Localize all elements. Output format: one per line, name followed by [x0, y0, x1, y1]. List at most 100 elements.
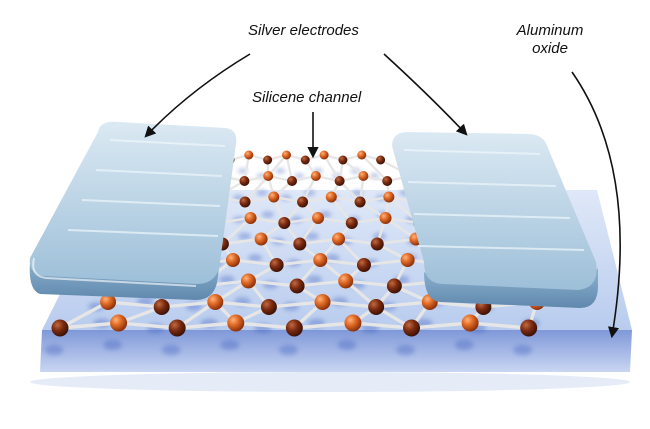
silicene-bond [221, 237, 263, 246]
silicene-bond [175, 321, 238, 330]
atom-shadow [247, 254, 263, 262]
silicon-atom [376, 155, 386, 165]
silicene-bond [213, 300, 271, 309]
silicon-atom [244, 212, 257, 224]
atom-shadow [306, 275, 322, 284]
atom-shadow [454, 339, 474, 351]
silicon-atom [356, 258, 371, 272]
silicon-atom [269, 258, 284, 272]
atom-shadow [44, 344, 64, 356]
silicon-atom [278, 217, 291, 229]
silicene-bond [374, 300, 432, 309]
aluminum-oxide-label: Aluminum oxide [506, 22, 594, 58]
arrow-to-right-electrode [383, 53, 468, 136]
silicene-bond [320, 300, 378, 309]
silicon-atom [110, 314, 128, 332]
silicon-atom [51, 319, 69, 337]
silicon-atom [263, 155, 273, 165]
silicon-atom [225, 253, 240, 267]
silicon-atom [325, 191, 337, 203]
silicon-atom [520, 319, 538, 337]
silicon-atom [207, 294, 224, 310]
silicon-atom [293, 237, 307, 251]
silicene-bond [318, 258, 366, 267]
silicene-bond [344, 279, 396, 288]
atom-shadow [261, 211, 274, 218]
silicon-atom [263, 171, 274, 181]
silicene-bond [360, 153, 389, 183]
silicon-atom [260, 299, 277, 315]
atom-shadow [337, 339, 357, 351]
silicene-bond [468, 321, 531, 330]
silicon-atom [368, 299, 385, 315]
silicene-bond [275, 258, 322, 267]
silicene-bond [428, 300, 486, 309]
silicon-atom [239, 196, 251, 208]
silicene-bond [298, 237, 340, 246]
silicene-bond [58, 300, 110, 330]
silicon-atom [332, 232, 346, 246]
atom-shadow [396, 344, 415, 356]
silicon-atom [227, 314, 245, 332]
silicon-atom [240, 273, 256, 289]
atom-shadow [103, 339, 122, 351]
atom-shadow [279, 344, 298, 356]
silicene-bond [259, 237, 302, 246]
silicene-bond [351, 321, 414, 330]
silicon-atom [319, 150, 329, 160]
silicene-bond [106, 300, 164, 309]
atom-shadow [275, 168, 286, 174]
atom-shadow [161, 344, 181, 356]
silicene-bond [267, 300, 325, 309]
silicon-atom [383, 191, 395, 203]
silicon-atom [244, 150, 254, 160]
silicon-atom [345, 217, 358, 229]
silicon-atom [354, 196, 366, 208]
silicene-bond [234, 321, 297, 330]
silicon-atom [344, 314, 362, 332]
silicon-atom [300, 155, 310, 165]
silicene-bond [295, 279, 348, 288]
silicene-bond [375, 237, 418, 246]
silicon-atom [379, 212, 392, 224]
silicon-atom [386, 278, 402, 294]
silicon-atom [239, 176, 250, 186]
silicon-atom [287, 176, 298, 186]
silicon-atom [357, 150, 367, 160]
silicon-atom [334, 176, 345, 186]
silicon-atom [168, 319, 186, 337]
silicene-bond [409, 321, 472, 330]
silicene-bond [243, 174, 270, 204]
silicene-bond [116, 321, 179, 330]
silicene-bond [231, 258, 279, 267]
atom-shadow [513, 344, 533, 356]
silicon-atom [461, 314, 479, 332]
silicon-atom [153, 299, 170, 315]
right-silver-electrode [392, 132, 598, 308]
aluminum-oxide-label-line2: oxide [532, 40, 568, 57]
atom-shadow [256, 189, 268, 196]
silicon-atom [400, 253, 415, 267]
atom-shadow [294, 173, 305, 179]
silicon-atom [281, 150, 291, 160]
silicon-atom [382, 176, 393, 186]
silicon-atom [297, 196, 309, 208]
arrow-to-left-electrode [144, 53, 251, 138]
atom-shadow [237, 232, 252, 240]
atom-shadow [220, 339, 240, 351]
silicene-bond [337, 237, 379, 246]
silicon-atom [370, 237, 384, 251]
silicene-bond [292, 321, 355, 330]
silicon-atom [314, 294, 331, 310]
silicon-atom [312, 212, 325, 224]
atom-shadow [305, 232, 319, 240]
silicene-bond [246, 279, 299, 288]
silicon-atom [338, 273, 354, 289]
left-silver-electrode [29, 121, 237, 300]
aluminum-oxide-label-line1: Aluminum [516, 22, 584, 39]
silicon-atom [403, 319, 421, 337]
silicon-atom [338, 155, 348, 165]
silicon-atom [289, 278, 305, 294]
